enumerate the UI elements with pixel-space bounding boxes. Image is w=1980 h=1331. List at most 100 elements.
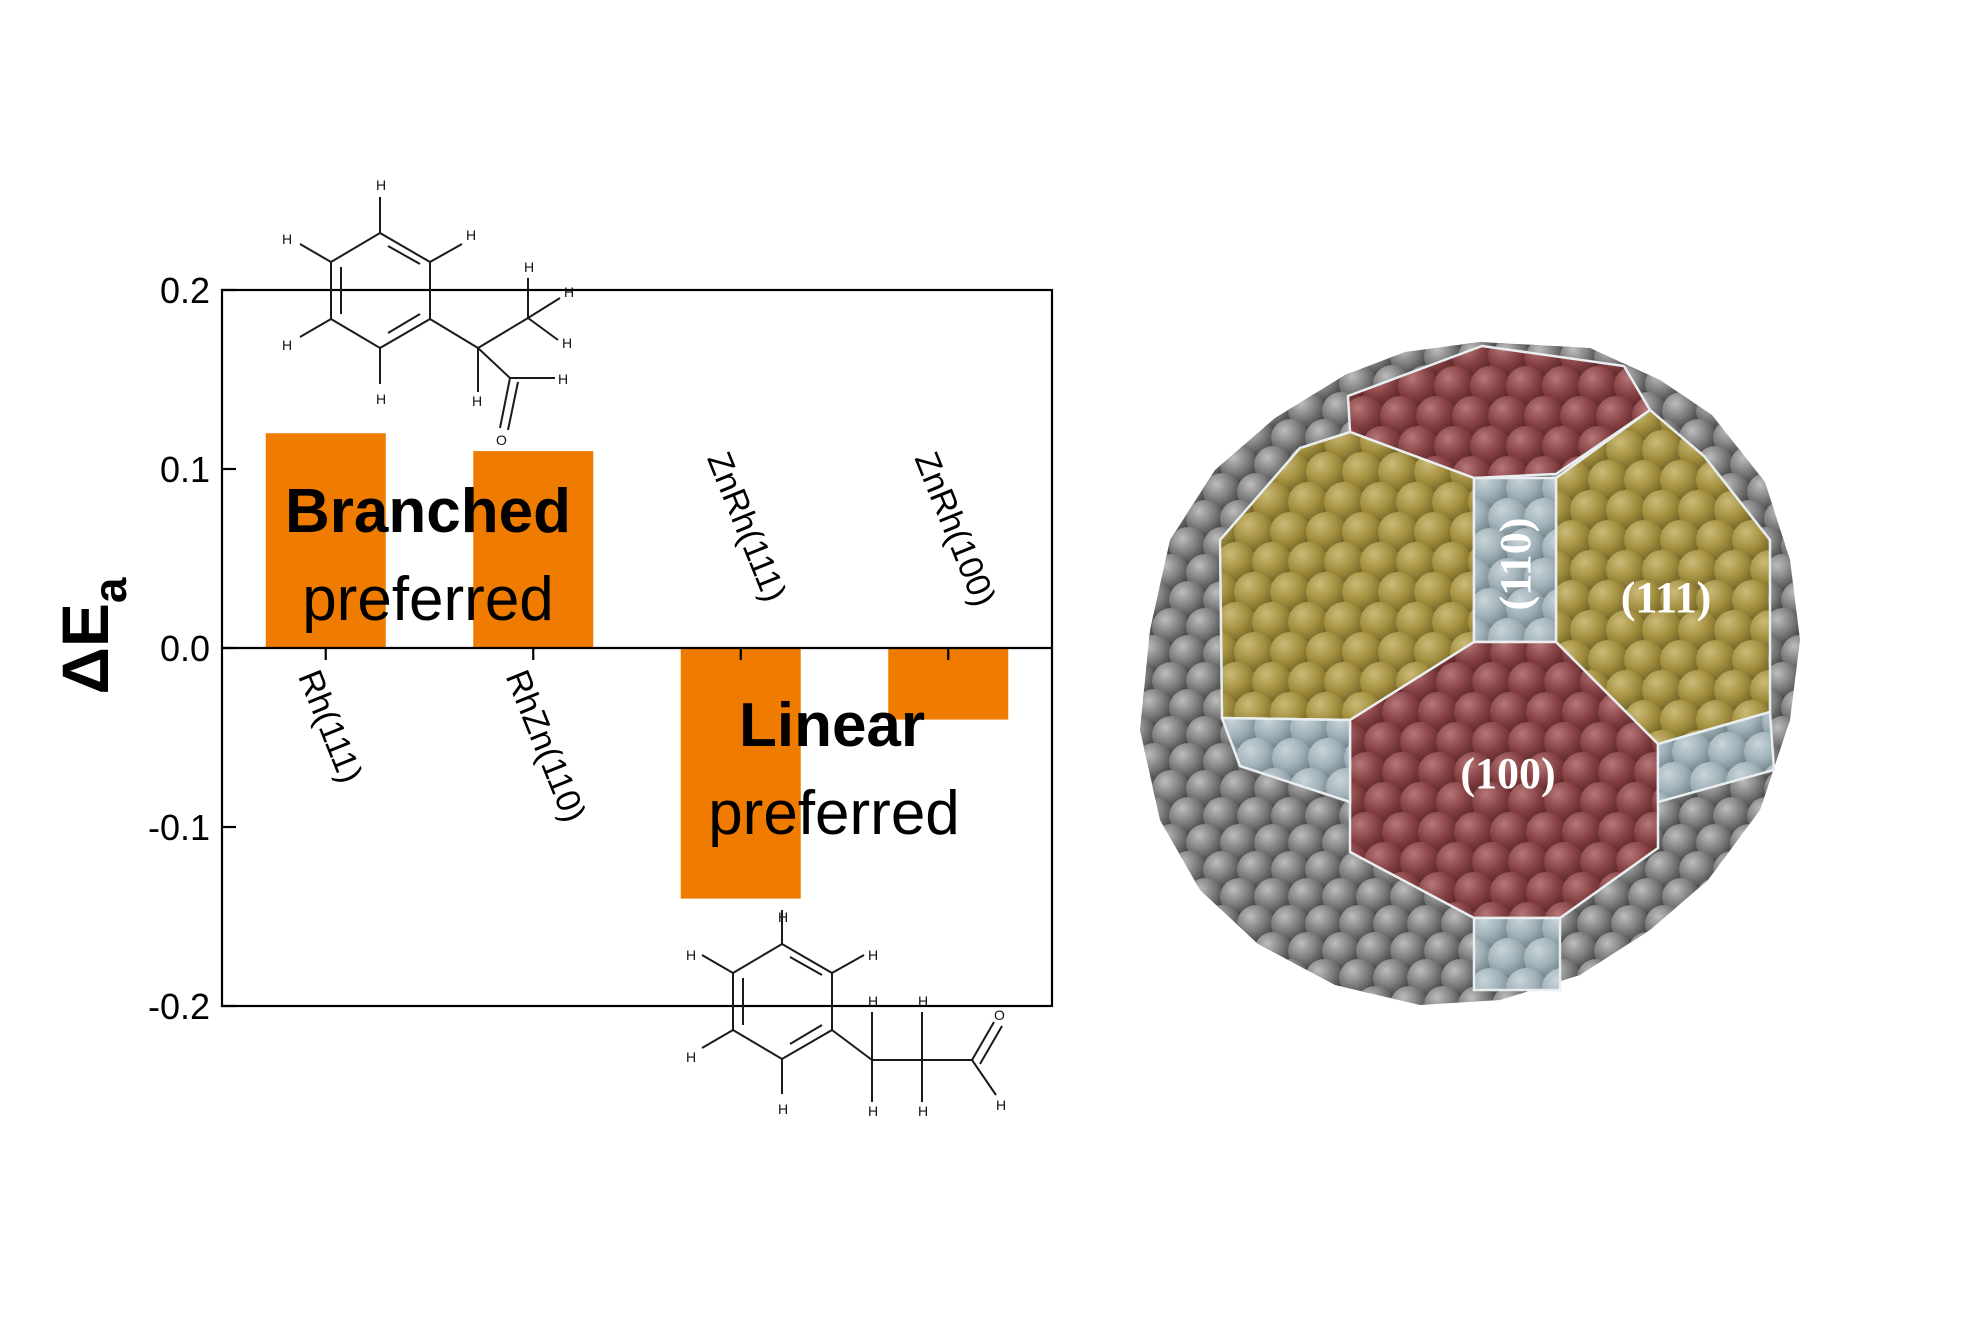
atom	[1714, 610, 1754, 650]
atom	[1416, 396, 1456, 436]
atom	[1169, 635, 1207, 673]
atom	[1152, 716, 1190, 754]
atom	[1662, 392, 1700, 430]
h-atom: H	[996, 1097, 1006, 1113]
atom	[1645, 905, 1683, 943]
atom	[1432, 482, 1472, 522]
atom	[1101, 635, 1139, 673]
h-atom: H	[562, 335, 572, 351]
atom	[1454, 872, 1494, 912]
atom	[1524, 346, 1564, 376]
atom	[1815, 635, 1853, 673]
atom	[1542, 478, 1556, 508]
atom	[1696, 986, 1734, 1005]
branched-preferred-label: preferred	[302, 565, 554, 634]
h-atom: H	[918, 993, 928, 1009]
atom	[1378, 452, 1418, 492]
atom	[1234, 632, 1274, 672]
atom	[1747, 342, 1785, 349]
atom	[1660, 460, 1700, 500]
atom	[1747, 365, 1785, 403]
atom	[1614, 306, 1654, 346]
atom	[1418, 812, 1458, 852]
atom	[1679, 905, 1717, 943]
atom	[1730, 878, 1768, 916]
atom	[1508, 842, 1548, 882]
atom	[1407, 342, 1445, 349]
atom	[1543, 342, 1581, 349]
atom	[1101, 743, 1139, 781]
atom	[1606, 490, 1646, 530]
atom	[1781, 797, 1800, 835]
atom	[1747, 959, 1785, 997]
facets	[1218, 306, 1776, 992]
atom	[1781, 342, 1800, 349]
atom	[1542, 528, 1556, 568]
atom	[1832, 824, 1870, 862]
atom	[1169, 342, 1207, 349]
atom	[1764, 932, 1800, 970]
atom	[1662, 986, 1700, 1005]
atom	[1578, 366, 1618, 406]
atom	[1252, 602, 1292, 642]
atom	[1306, 572, 1346, 612]
atom	[1544, 782, 1584, 822]
atom	[1815, 473, 1853, 511]
atom	[1380, 396, 1420, 436]
atom	[1472, 842, 1512, 882]
atom	[1696, 878, 1734, 916]
atom	[1642, 670, 1682, 710]
atom	[1768, 410, 1770, 440]
atom	[1488, 618, 1528, 642]
linear-label: Linear	[739, 691, 925, 760]
atom	[1747, 419, 1785, 457]
atom	[1815, 689, 1853, 727]
h-atom: H	[686, 1049, 696, 1065]
atom	[1611, 342, 1649, 349]
atom	[1418, 692, 1458, 732]
atom	[1747, 905, 1785, 943]
bar	[265, 433, 386, 648]
facet-110-left	[1220, 716, 1352, 804]
atom	[1506, 588, 1546, 628]
atom	[1271, 851, 1309, 889]
atom	[1832, 986, 1870, 1024]
atom	[1611, 905, 1649, 943]
atom	[1452, 396, 1492, 436]
atom	[1658, 762, 1694, 802]
atom	[1524, 938, 1560, 978]
atom	[1624, 520, 1664, 560]
atom	[1140, 662, 1156, 700]
atom	[1472, 782, 1512, 822]
atom	[1662, 342, 1700, 376]
atom	[1288, 878, 1326, 916]
linear-preferred-label: preferred	[708, 779, 960, 848]
atom	[1713, 959, 1751, 997]
atom	[1470, 306, 1510, 346]
atom	[1713, 797, 1751, 835]
atom	[1342, 632, 1382, 672]
atom	[1350, 722, 1368, 762]
atom	[1781, 473, 1800, 511]
atom	[1101, 581, 1139, 619]
atom	[1730, 986, 1768, 1005]
atom	[1526, 752, 1566, 792]
atom	[1152, 662, 1190, 700]
atom	[1350, 752, 1386, 792]
atom	[1186, 392, 1224, 430]
atom	[1288, 824, 1326, 862]
atom	[1169, 797, 1207, 835]
atom	[1714, 370, 1754, 410]
atom	[1713, 342, 1751, 349]
atom	[1560, 986, 1598, 1005]
atom	[1396, 542, 1436, 582]
atom	[1679, 797, 1717, 835]
atom	[1237, 959, 1275, 997]
atom	[1562, 752, 1602, 792]
atom	[1588, 580, 1628, 620]
atom	[1396, 482, 1436, 522]
atom	[1203, 905, 1241, 943]
facet-111-label: (111)	[1621, 573, 1711, 622]
atom	[1768, 460, 1770, 500]
atom	[1764, 392, 1800, 430]
